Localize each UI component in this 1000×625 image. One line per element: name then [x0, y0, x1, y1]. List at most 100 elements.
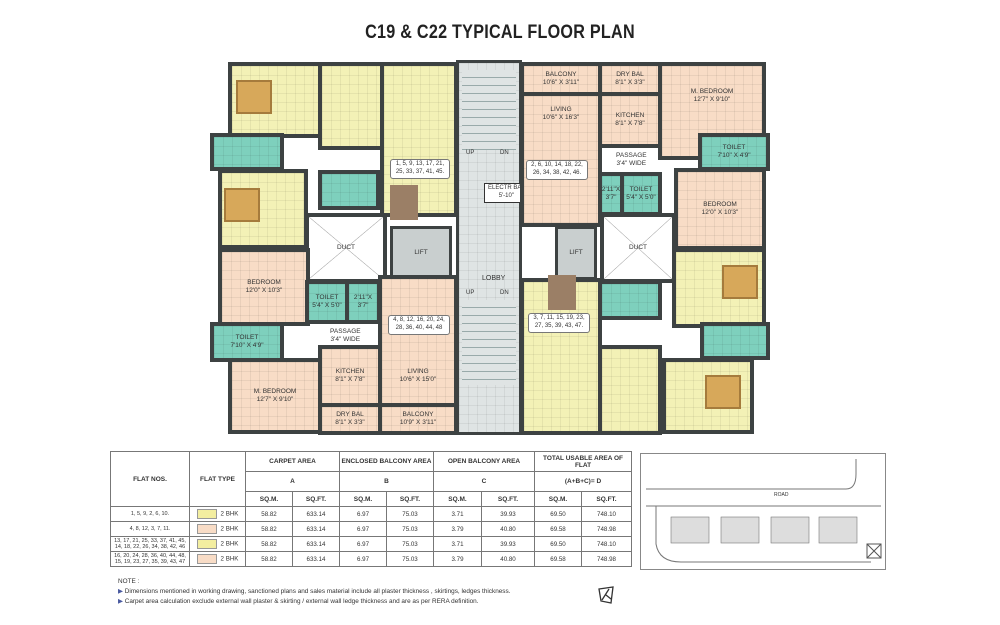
room-name: M. BEDROOM	[253, 387, 297, 395]
staircase-bottom	[462, 300, 516, 385]
area-value: 69.50	[534, 506, 582, 522]
header-flat-type: FLAT TYPE	[189, 451, 246, 507]
header-unit: SQ.M.	[245, 491, 293, 507]
key-plan-drawing	[646, 459, 882, 563]
note-item: ▶ Dimensions mentioned in working drawin…	[118, 587, 510, 597]
room-dim: 8'1" X 3'3"	[335, 419, 365, 426]
room-dim: 12'7" X 9'10"	[256, 396, 294, 403]
room-dim: 5'4" X 5'0"	[312, 302, 342, 309]
area-value: 69.50	[534, 536, 582, 552]
duct-label: DUCT	[628, 243, 648, 251]
bullet-icon: ▶	[118, 588, 125, 595]
header-unit: SQ.M.	[433, 491, 482, 507]
area-value: 6.97	[339, 551, 387, 567]
electric-bal-dim: 5'-10"	[498, 192, 514, 199]
room-dim: 8'1" X 3'3"	[615, 79, 645, 86]
header-unit: SQ.FT.	[386, 491, 434, 507]
wc-bl: 2'11"X 3'7"	[345, 280, 381, 324]
area-value: 39.93	[481, 506, 535, 522]
room-name: PASSAGE	[330, 328, 361, 335]
dining-table-icon	[548, 275, 576, 310]
room-name: BALCONY	[402, 410, 434, 418]
note-item: ▶ Carpet area calculation exclude extern…	[118, 597, 510, 607]
flat-color-swatch	[196, 509, 217, 519]
flat-color-swatch	[196, 539, 217, 549]
area-value: 58.82	[245, 536, 293, 552]
room-name: KITCHEN	[335, 367, 365, 375]
area-value: 69.58	[534, 521, 582, 537]
room-dim: 12'0" X 10'3"	[245, 287, 283, 294]
area-value: 3.71	[433, 506, 482, 522]
bullet-icon: ▶	[118, 598, 125, 605]
flat-tag-top-right: 2, 6, 10, 14, 18, 22, 26, 34, 38, 42, 46…	[526, 160, 588, 180]
flat-type-label: 2 BHK	[220, 525, 239, 533]
room-dim: 10'6" X 16'3"	[542, 114, 580, 122]
header-carpet: CARPET AREA	[245, 451, 340, 472]
area-value: 58.82	[245, 551, 293, 567]
bed-icon	[705, 375, 741, 409]
room-name: DRY BAL	[616, 70, 644, 78]
header-a: A	[245, 471, 340, 492]
dn-label: DN	[500, 290, 509, 296]
header-open: OPEN BALCONY AREA	[433, 451, 535, 472]
room-name: TOILET	[722, 143, 746, 151]
area-value: 69.58	[534, 551, 582, 567]
room-name: BALCONY	[545, 70, 577, 78]
area-value: 633.14	[292, 506, 340, 522]
room-dim: 2'11"X 3'7"	[601, 185, 621, 201]
electric-bal-label: ELECTR BAL	[488, 185, 525, 191]
room-name: PASSAGE	[616, 152, 647, 159]
page-title: C19 & C22 TYPICAL FLOOR PLAN	[365, 22, 635, 43]
flat-type: 2 BHK	[189, 521, 246, 537]
bed-icon	[236, 80, 272, 114]
duct-right: DUCT	[600, 213, 676, 283]
dn-label: DN	[500, 150, 509, 156]
flat-type: 2 BHK	[189, 551, 246, 567]
flat-type-label: 2 BHK	[220, 555, 239, 563]
room-name: DRY BAL	[336, 410, 364, 418]
room-dim: 7'10" X 4'9"	[230, 342, 264, 349]
area-value: 75.03	[386, 506, 434, 522]
bed-icon	[722, 265, 758, 299]
flat-tag-bottom-left: 4, 8, 12, 16, 20, 24, 28, 36, 40, 44, 48	[388, 315, 450, 335]
room-dim: 3'4" WIDE	[616, 160, 647, 168]
notes: NOTE : ▶ Dimensions mentioned in working…	[118, 577, 510, 607]
lift-left: LIFT	[390, 226, 452, 280]
table-row: 16, 20, 24, 28, 36, 40, 44, 48, 15, 19, …	[110, 551, 632, 567]
area-value: 633.14	[292, 536, 340, 552]
header-unit: SQ.M.	[534, 491, 582, 507]
room-name: KITCHEN	[615, 111, 645, 119]
flat-tag-bottom-right: 3, 7, 11, 15, 19, 23, 27, 35, 39, 43, 47…	[528, 313, 590, 333]
table-row: 13, 17, 21, 25, 33, 37, 41, 45, 14, 18, …	[110, 536, 632, 552]
flat-nos: 1, 5, 9, 2, 6, 10.	[110, 506, 190, 522]
flat-type-label: 2 BHK	[220, 540, 239, 548]
area-value: 6.97	[339, 536, 387, 552]
bedroom2-tl	[218, 169, 308, 249]
room-name: M. BEDROOM	[690, 88, 734, 95]
toilet-br	[700, 322, 770, 360]
room-name: LIVING	[407, 367, 429, 375]
notes-heading: NOTE :	[118, 578, 140, 585]
flat-nos: 13, 17, 21, 25, 33, 37, 41, 45, 14, 18, …	[110, 536, 190, 552]
area-value: 58.82	[245, 521, 293, 537]
flat-type: 2 BHK	[189, 536, 246, 552]
up-label: UP	[466, 290, 475, 296]
room-name: TOILET	[235, 333, 259, 341]
header-enclosed: ENCLOSED BALCONY AREA	[339, 451, 434, 472]
header-unit: SQ.FT.	[292, 491, 340, 507]
room-name: BEDROOM	[703, 200, 737, 208]
area-value: 3.79	[433, 551, 482, 567]
area-value: 39.93	[481, 536, 535, 552]
room-dim: 12'0" X 10'3"	[701, 209, 739, 216]
room-dim: 10'6" X 3'11"	[542, 79, 580, 86]
